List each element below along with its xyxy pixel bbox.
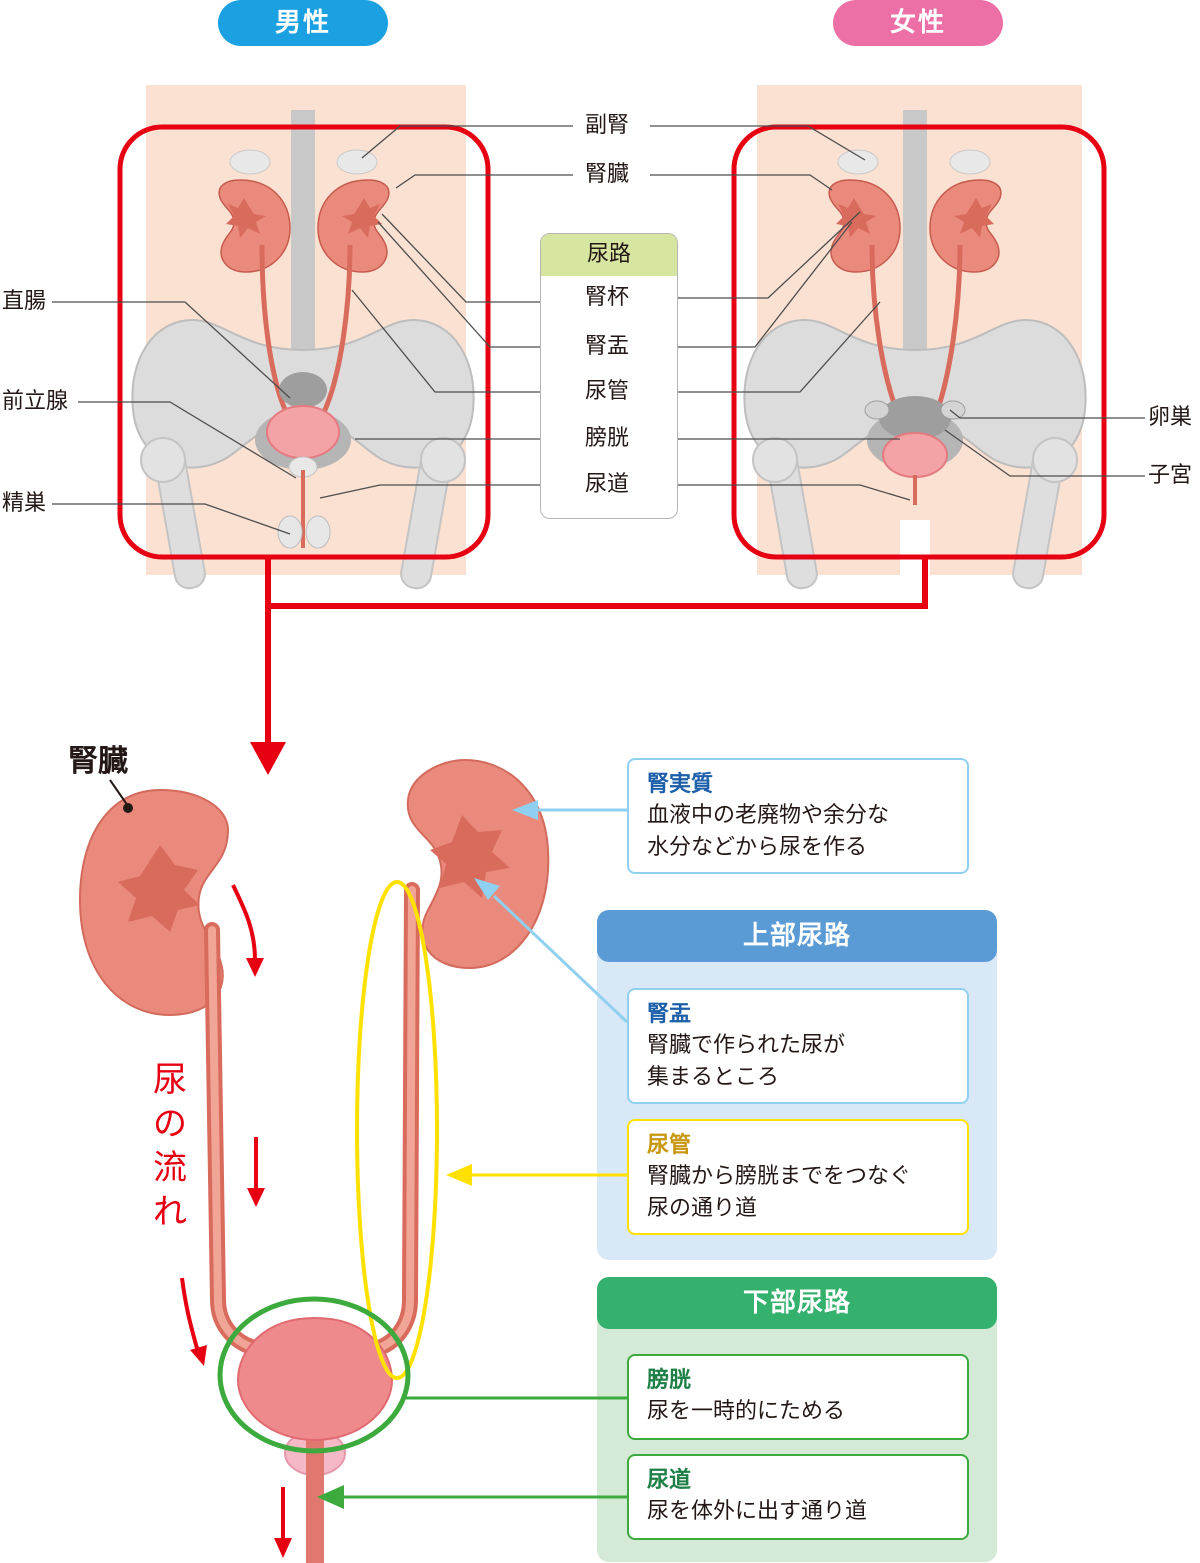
detail-kidney-right-pelvis	[430, 815, 510, 898]
label-bladder: 膀胱	[585, 426, 630, 451]
male-torso	[131, 85, 475, 592]
detail-urethra	[306, 1420, 324, 1563]
male-adrenal-right	[336, 149, 378, 175]
ureter-highlight-ellipse	[355, 880, 439, 1380]
down-arrow	[250, 742, 286, 775]
label-kidney: 腎臓	[585, 162, 630, 187]
label-ureter: 尿管	[585, 379, 630, 404]
female-ovary-left	[864, 400, 890, 420]
male-rectum	[279, 372, 327, 408]
card-ureter-body: 腎臓から膀胱までをつなぐ 尿の通り道	[647, 1164, 912, 1221]
label-uterus: 子宮	[1148, 463, 1193, 488]
male-red-frame	[117, 124, 491, 560]
bladder-highlight-ellipse	[217, 1296, 411, 1454]
female-torso	[743, 85, 1087, 592]
label-rectum: 直腸	[2, 289, 47, 314]
flow-label-char: れ	[153, 1192, 187, 1232]
upper-tract-header: 上部尿路	[597, 910, 997, 962]
detail-ureter-right	[364, 882, 420, 1358]
lower-tract-panel: 下部尿路	[597, 1277, 997, 1329]
label-urethra: 尿道	[585, 472, 630, 497]
male-testis-right	[305, 515, 331, 549]
label-prostate: 前立腺	[2, 389, 69, 414]
card-urethra: 尿道 尿を体外に出す通り道	[627, 1454, 969, 1540]
card-parenchyma-body: 血液中の老廃物や余分な 水分などから尿を作る	[647, 803, 890, 860]
card-urethra-title: 尿道	[647, 1468, 692, 1493]
male-label-pill: 男性	[218, 0, 388, 46]
card-parenchyma: 腎実質 血液中の老廃物や余分な 水分などから尿を作る	[627, 758, 969, 874]
detail-kidney-left-pelvis	[118, 845, 200, 932]
female-adrenal-left	[837, 149, 879, 175]
card-ureter-title: 尿管	[647, 1133, 692, 1158]
card-urethra-body: 尿を体外に出す通り道	[647, 1499, 868, 1524]
female-adrenal-right	[949, 149, 991, 175]
frame-connector	[265, 557, 928, 609]
female-uterus	[879, 396, 951, 440]
card-bladder: 膀胱 尿を一時的にためる	[627, 1354, 969, 1440]
card-ureter: 尿管 腎臓から膀胱までをつなぐ 尿の通り道	[627, 1119, 969, 1235]
male-adrenal-left	[229, 149, 271, 175]
card-bladder-body: 尿を一時的にためる	[647, 1399, 846, 1424]
label-pelvis: 腎盂	[585, 334, 630, 359]
callout-connectors	[317, 800, 629, 1509]
male-testis-left	[277, 515, 303, 549]
female-ovary-right	[940, 400, 966, 420]
label-calyx: 腎杯	[585, 285, 630, 310]
label-adrenal: 副腎	[585, 113, 630, 138]
card-pelvis-title: 腎盂	[647, 1002, 692, 1027]
female-red-frame	[731, 124, 1107, 560]
card-pelvis: 腎盂 腎臓で作られた尿が 集まるところ	[627, 988, 969, 1104]
detail-kidney-label: 腎臓	[68, 744, 128, 779]
urinary-tract-title: 尿路	[541, 234, 677, 276]
male-bladder	[266, 405, 340, 459]
label-testis: 精巣	[2, 491, 47, 516]
label-ovary: 卵巣	[1148, 405, 1193, 430]
card-parenchyma-title: 腎実質	[647, 772, 714, 797]
lower-tract-header: 下部尿路	[597, 1277, 997, 1329]
flow-label-char: 尿	[153, 1060, 187, 1100]
leader-lines	[52, 125, 1145, 535]
flow-label-char: 流	[153, 1148, 187, 1188]
female-label-pill: 女性	[833, 0, 1003, 46]
card-bladder-title: 膀胱	[647, 1368, 692, 1393]
flow-label: 尿 の 流 れ	[150, 1058, 190, 1234]
flow-arrows	[180, 884, 292, 1558]
flow-label-char: の	[153, 1104, 187, 1144]
detail-bladder	[236, 1316, 394, 1442]
urinary-tract-box: 尿路	[540, 233, 678, 519]
card-pelvis-body: 腎臓で作られた尿が 集まるところ	[647, 1033, 846, 1090]
upper-tract-panel: 上部尿路	[597, 910, 997, 962]
